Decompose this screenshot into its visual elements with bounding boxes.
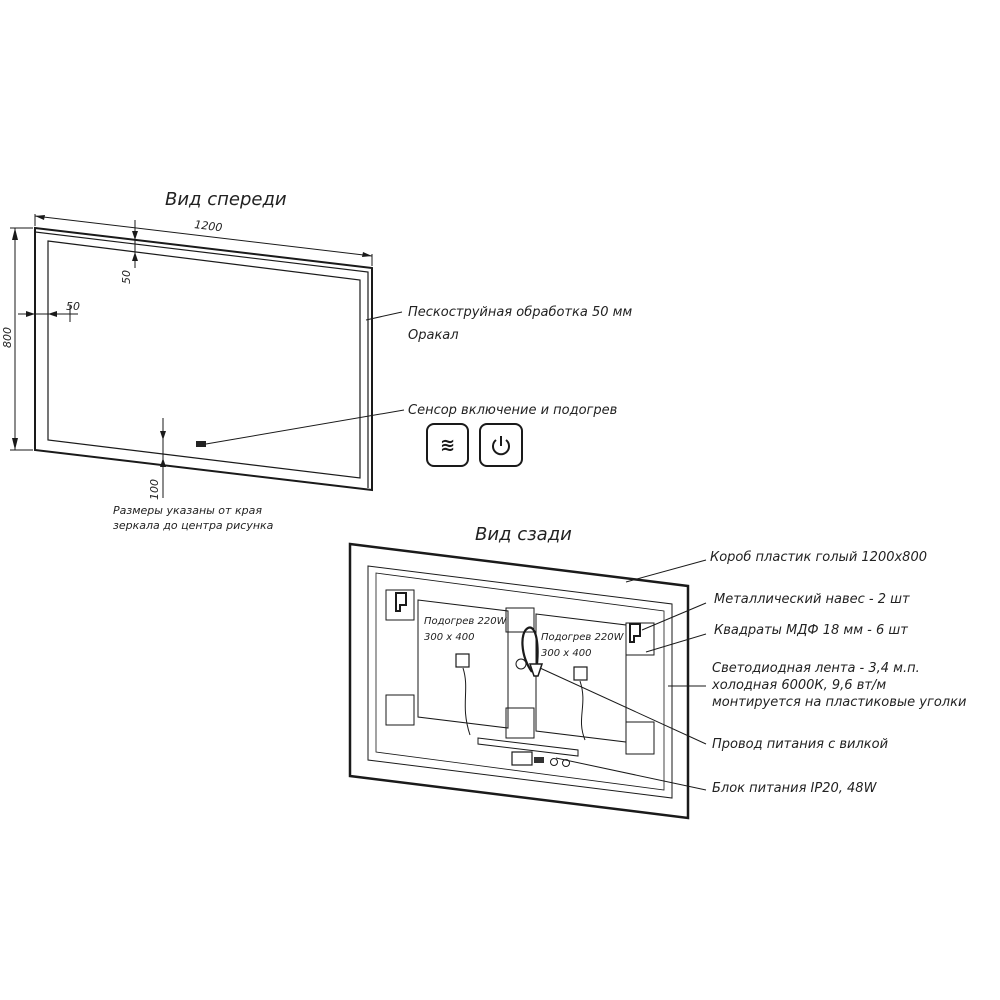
callout-cable: Провод питания с вилкой bbox=[712, 737, 888, 752]
mdf-square bbox=[385, 589, 415, 621]
callout-psu: Блок питания IP20, 48W bbox=[712, 781, 878, 796]
dim-height-800: 800 bbox=[1, 227, 33, 451]
heater-left-label-1: Подогрев 220W bbox=[424, 616, 508, 627]
callout-sensor: Сенсор включение и подогрев bbox=[408, 403, 617, 418]
front-sensor-mark bbox=[196, 441, 206, 447]
callout-led-1: Светодиодная лента - 3,4 м.п. bbox=[712, 661, 920, 676]
mdf-square bbox=[505, 707, 535, 739]
dim-top-margin: 50 bbox=[120, 220, 138, 284]
mdf-square bbox=[625, 721, 655, 755]
back-box-outline bbox=[348, 542, 690, 820]
psu-block bbox=[511, 751, 533, 766]
front-mirror bbox=[34, 226, 373, 492]
dim-width-label: 1200 bbox=[194, 218, 223, 234]
heater-right-label-2: 300 х 400 bbox=[541, 648, 591, 659]
mdf-squares bbox=[385, 589, 655, 755]
callout-hanger: Металлический навес - 2 шт bbox=[714, 592, 910, 607]
callout-led-2: холодная 6000К, 9,6 вт/м bbox=[711, 678, 886, 693]
callout-sandblast-2: Оракал bbox=[408, 328, 459, 343]
sensor-power-button[interactable] bbox=[479, 423, 523, 467]
front-mirror-edge bbox=[34, 228, 369, 488]
front-note-line1: Размеры указаны от края bbox=[113, 504, 262, 517]
callout-box: Короб пластик голый 1200х800 bbox=[710, 550, 927, 565]
front-sandblast-border bbox=[47, 240, 361, 479]
mdf-square bbox=[385, 694, 415, 726]
bulb-icon bbox=[515, 658, 527, 670]
front-view-title: Вид спереди bbox=[165, 189, 287, 210]
back-leaders bbox=[539, 559, 707, 791]
dim-bottom-sensor: 100 bbox=[148, 418, 166, 500]
heater-left-label-2: 300 х 400 bbox=[424, 632, 474, 643]
dim-bottom-sensor-label: 100 bbox=[148, 479, 161, 500]
callout-led-3: монтируется на пластиковые уголки bbox=[712, 695, 966, 710]
hanger-icon bbox=[629, 623, 641, 643]
dim-side-margin: 50 bbox=[18, 300, 80, 322]
heater-right: Подогрев 220W 300 х 400 bbox=[535, 613, 627, 743]
front-note-line2: зеркала до центра рисунка bbox=[113, 519, 274, 532]
power-icon bbox=[492, 436, 510, 456]
power-cable bbox=[515, 626, 544, 677]
leader-sensor bbox=[205, 409, 405, 445]
psu-terminal bbox=[562, 759, 570, 767]
led-and-psu bbox=[477, 737, 579, 767]
back-box bbox=[348, 542, 690, 820]
back-led-strip-path bbox=[367, 565, 673, 799]
callout-squares: Квадраты МДФ 18 мм - 6 шт bbox=[714, 623, 908, 638]
led-profile-bar bbox=[477, 737, 579, 757]
sensor-heating-button[interactable]: ≋ bbox=[426, 423, 469, 467]
heater-left: Подогрев 220W 300 х 400 bbox=[417, 599, 509, 736]
dim-side-margin-label: 50 bbox=[66, 300, 80, 313]
metal-hangers bbox=[395, 592, 641, 643]
psu-connector bbox=[534, 757, 544, 763]
back-view-title: Вид сзади bbox=[475, 524, 572, 545]
heater-right-label-1: Подогрев 220W bbox=[541, 632, 625, 643]
callout-sandblast-1: Пескоструйная обработка 50 мм bbox=[408, 305, 632, 320]
front-mirror-outline bbox=[34, 226, 373, 492]
leader-sandblast bbox=[365, 311, 403, 321]
psu-terminal bbox=[550, 758, 558, 766]
plug-icon bbox=[528, 663, 544, 677]
heating-icon: ≋ bbox=[440, 435, 455, 456]
mdf-square bbox=[505, 607, 535, 633]
dim-width-1200: 1200 bbox=[34, 214, 373, 266]
dim-height-label: 800 bbox=[1, 327, 14, 348]
dim-top-margin-label: 50 bbox=[120, 270, 133, 284]
hanger-icon bbox=[395, 592, 407, 612]
back-inner-outline bbox=[375, 572, 665, 791]
